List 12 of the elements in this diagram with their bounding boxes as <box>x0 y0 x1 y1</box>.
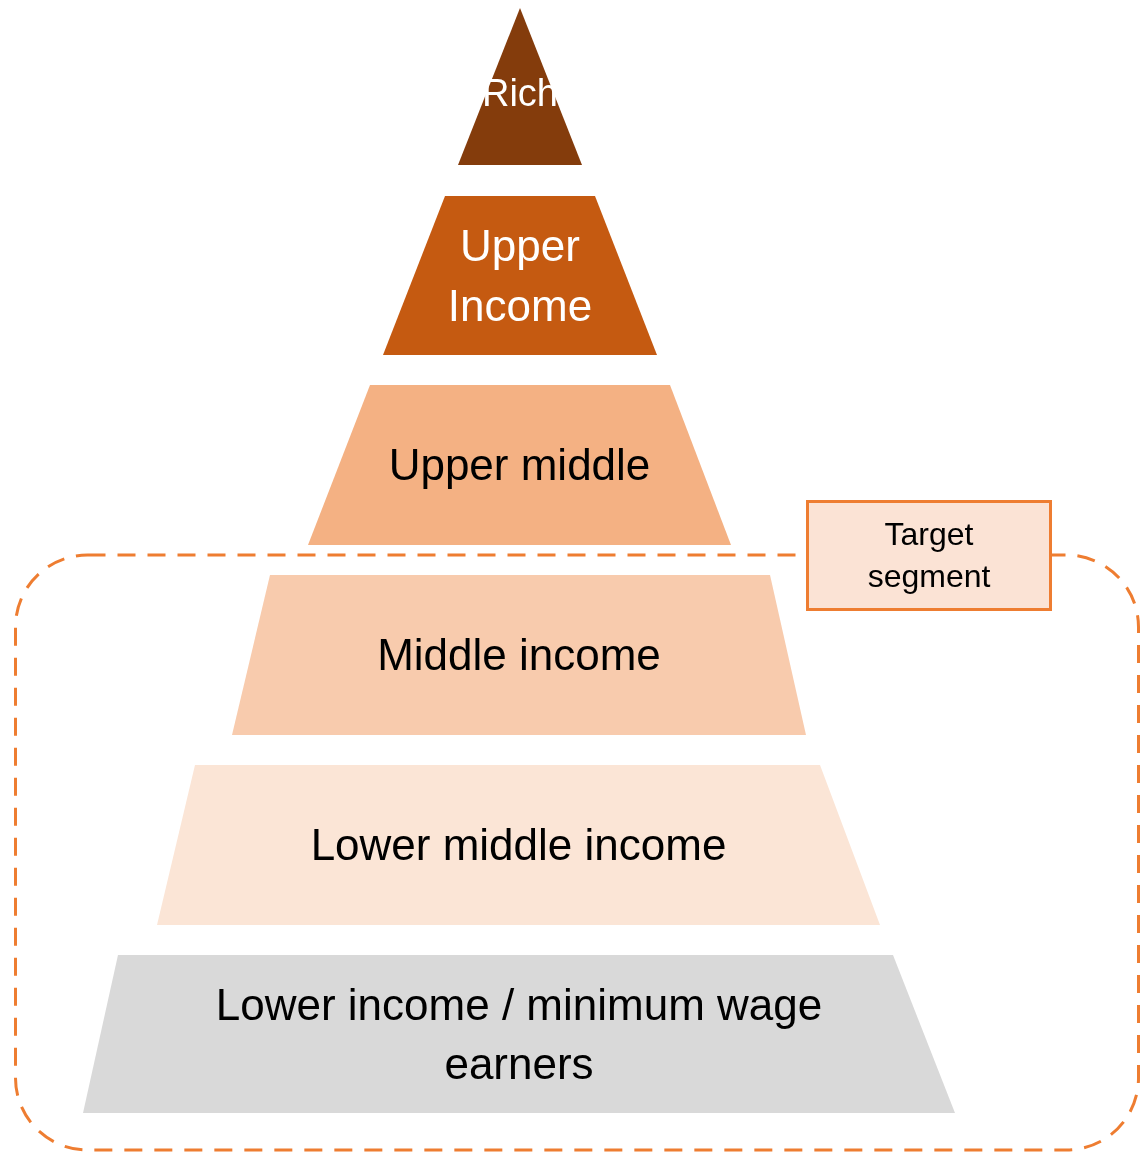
tier-triangle <box>458 8 582 165</box>
tier-label: Upper Income <box>446 220 594 332</box>
tier-label: Lower income / minimum wage earners <box>214 978 824 1090</box>
segment-label: Target segment <box>806 500 1052 611</box>
tier-trapezoid <box>157 765 880 925</box>
tier-label: Upper middle <box>388 439 651 492</box>
tier-trapezoid <box>232 575 806 735</box>
tier-trapezoid <box>308 385 731 545</box>
tier-trapezoid <box>383 196 657 355</box>
tier-label: Lower middle income <box>310 819 727 872</box>
tier-label: Middle income <box>377 629 661 682</box>
tier-trapezoid <box>83 955 955 1113</box>
